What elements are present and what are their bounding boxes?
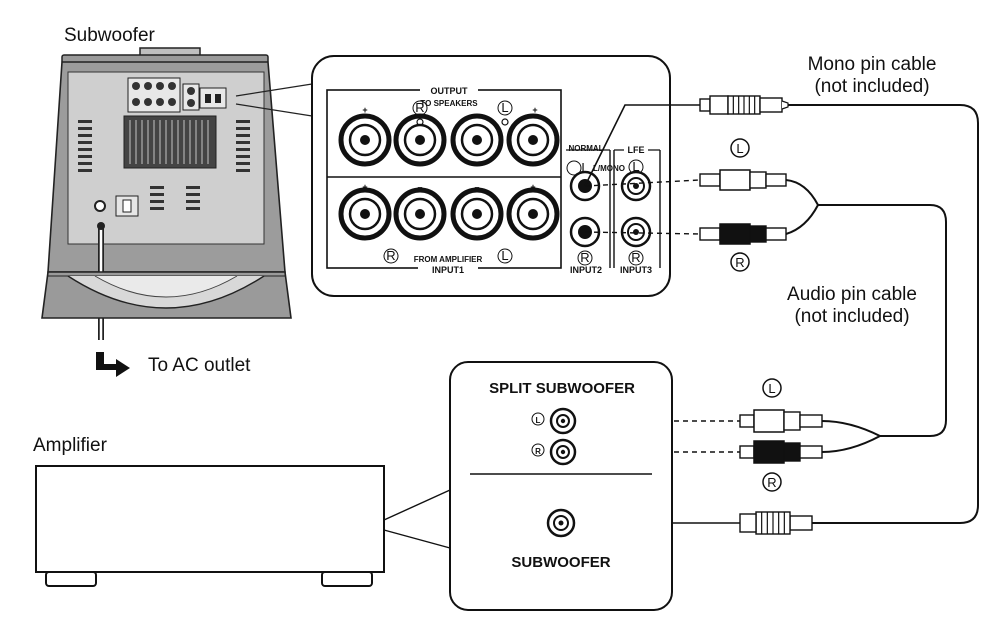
mono-pin-cable-label-1: Mono pin cable [808, 54, 937, 75]
speaker-terminal [393, 187, 447, 241]
speaker-terminal [338, 113, 392, 167]
split-subwoofer-r-jack [549, 438, 577, 466]
input2-label: INPUT2 [570, 265, 602, 275]
input1-l-mark: L [501, 248, 508, 263]
subwoofer-unit [41, 47, 313, 340]
callout-line [235, 83, 313, 97]
vent-slot [150, 207, 164, 210]
subwoofer-out-label: SUBWOOFER [511, 554, 610, 571]
output-plus-mark-2: + [532, 105, 537, 115]
upper-cable-r-mark: R [735, 255, 744, 270]
input-terminals [338, 187, 560, 241]
vent-slot [236, 141, 250, 144]
heatsink-fins [129, 120, 209, 164]
mono-plug-grip [727, 95, 761, 115]
audio-pin-cable-label-2: (not included) [794, 306, 909, 327]
mono-pin-cable-label-2: (not included) [814, 76, 929, 97]
input3-label: INPUT3 [620, 265, 652, 275]
vent-slot [78, 127, 92, 130]
subwoofer-out-jack [546, 508, 576, 538]
upper-cable-l-mark: L [736, 141, 743, 156]
speaker-terminal [506, 187, 560, 241]
vent-slot [78, 141, 92, 144]
input-minus-mark: – [417, 182, 422, 192]
input-plus-mark: + [362, 182, 367, 192]
ac-outlet-arrow-icon [96, 352, 130, 377]
vent-slot [236, 134, 250, 137]
lower-cable-l-mark: L [768, 381, 775, 396]
output-r-mark: R [415, 100, 424, 115]
speaker-terminal [450, 187, 504, 241]
input2-r-mark: R [580, 250, 589, 265]
vent-slot [236, 127, 250, 130]
input1-label: INPUT1 [432, 265, 464, 275]
speaker-terminal [393, 113, 447, 167]
output-terminals [338, 113, 560, 167]
vent-slot [78, 148, 92, 151]
vent-slot [186, 207, 200, 210]
split-subwoofer-l-jack [549, 407, 577, 435]
subwoofer-heatsink [123, 115, 217, 169]
amplifier-label: Amplifier [33, 435, 108, 456]
subwoofer-rear-panel-closeup: OUTPUT TO SPEAKERS + R + L + – – + R FRO… [311, 55, 671, 297]
input-minus-mark-2: – [474, 182, 479, 192]
input-plus-mark-2: + [530, 182, 535, 192]
vent-slot [150, 186, 164, 189]
mono-pin-cable [580, 95, 979, 535]
speaker-terminal [450, 113, 504, 167]
amplifier-panel-closeup: SPLIT SUBWOOFER L R SUBWOOFER [449, 361, 673, 611]
output-l-mark: L [501, 100, 508, 115]
subwoofer-label: Subwoofer [64, 25, 156, 46]
amp-r-mark: R [535, 447, 541, 456]
lower-cable-r-mark: R [767, 475, 776, 490]
amplifier-unit [35, 465, 451, 587]
vent-slot [150, 200, 164, 203]
to-speakers-label: TO SPEAKERS [420, 99, 478, 108]
power-switch-icon [94, 200, 106, 212]
vent-slot [236, 148, 250, 151]
audio-pin-cable-label-1: Audio pin cable [787, 284, 917, 305]
output-plus-mark: + [362, 105, 367, 115]
subwoofer-switch-block [199, 87, 227, 109]
vent-slot [236, 120, 250, 123]
vent-slot [78, 162, 92, 165]
vent-slot [78, 134, 92, 137]
to-ac-outlet-label: To AC outlet [148, 355, 251, 376]
amp-l-mark: L [536, 416, 541, 425]
speaker-terminal [506, 113, 560, 167]
mono-plug-grip-2 [755, 511, 791, 535]
vent-slot [236, 155, 250, 158]
vent-slot [78, 169, 92, 172]
vent-slot [186, 193, 200, 196]
input3-l-jack [620, 170, 652, 202]
lmono-label: L/MONO [593, 164, 625, 173]
vent-slot [186, 186, 200, 189]
vent-slot [236, 162, 250, 165]
vent-slot [150, 193, 164, 196]
vent-slot [78, 120, 92, 123]
vent-slot [186, 200, 200, 203]
vent-slot [236, 169, 250, 172]
input2-l-mark: L [581, 160, 588, 175]
input3-l-mark: L [632, 159, 639, 174]
lfe-label: LFE [628, 145, 645, 155]
output-label: OUTPUT [431, 86, 469, 96]
input1-r-mark: R [386, 248, 395, 263]
from-amplifier-label: FROM AMPLIFIER [414, 255, 483, 264]
audio-pin-cable-upper: L R [584, 138, 947, 437]
split-subwoofer-label: SPLIT SUBWOOFER [489, 380, 635, 397]
input3-r-jack [620, 216, 652, 248]
subwoofer-terminals [132, 82, 176, 106]
input3-r-mark: R [631, 250, 640, 265]
callout-line [235, 103, 313, 117]
subwoofer-rca-block [182, 83, 200, 111]
subwoofer-vents [78, 120, 250, 210]
vent-slot [78, 155, 92, 158]
speaker-terminal [338, 187, 392, 241]
normal-label: NORMAL [568, 144, 603, 153]
